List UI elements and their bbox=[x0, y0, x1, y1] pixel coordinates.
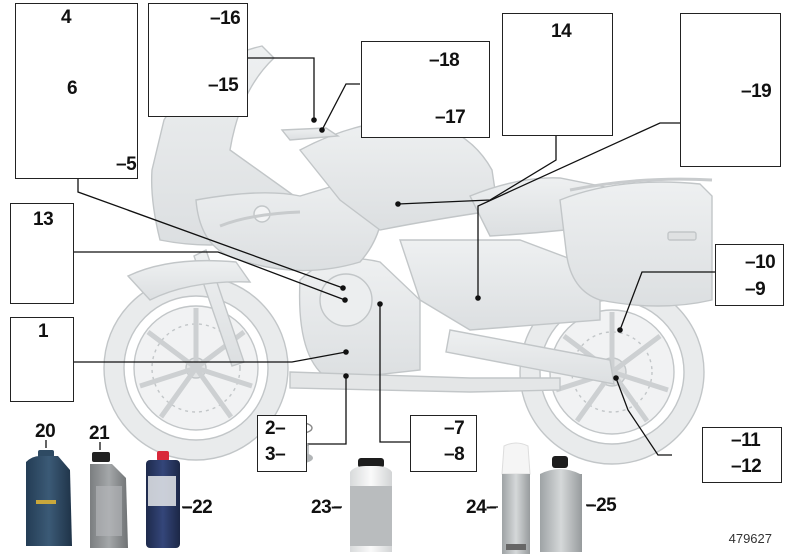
part-label-1: 1 bbox=[38, 321, 49, 342]
part-label-19: –19 bbox=[741, 81, 772, 102]
part-25-brake-fluid-can bbox=[540, 456, 594, 552]
part-label-12: –12 bbox=[731, 456, 762, 477]
part-label-16: –16 bbox=[210, 8, 241, 29]
part-label-9: –9 bbox=[745, 279, 766, 300]
part-label-23: 23– bbox=[311, 497, 342, 518]
callout-box-7-8 bbox=[410, 415, 477, 472]
callout-box-15-16 bbox=[148, 3, 248, 117]
callout-box-11-12 bbox=[702, 427, 782, 483]
part-22-fluid-bottle bbox=[146, 451, 192, 548]
callout-box-2-3 bbox=[257, 415, 307, 472]
part-20-engine-oil-bottle bbox=[26, 440, 72, 546]
part-label-3: 3– bbox=[265, 444, 286, 465]
part-label-5: –5 bbox=[116, 154, 137, 175]
part-label-11: –11 bbox=[731, 430, 761, 451]
part-label-22: –22 bbox=[182, 497, 213, 518]
leader-lines bbox=[74, 57, 717, 456]
callout-box-14 bbox=[502, 13, 613, 136]
diagram-id: 479627 bbox=[728, 531, 772, 546]
part-label-20: 20 bbox=[35, 421, 56, 442]
part-label-8: –8 bbox=[444, 444, 465, 465]
callout-box-13 bbox=[10, 203, 74, 304]
part-label-10: –10 bbox=[745, 252, 776, 273]
part-label-13: 13 bbox=[33, 209, 54, 230]
callout-box-19 bbox=[680, 13, 781, 167]
part-label-18: –18 bbox=[429, 50, 460, 71]
part-21-gear-oil-bottle bbox=[90, 442, 128, 548]
part-label-21: 21 bbox=[89, 423, 110, 444]
part-label-6: 6 bbox=[67, 78, 78, 99]
part-label-14: 14 bbox=[551, 21, 572, 42]
callout-box-1 bbox=[10, 317, 74, 402]
callout-box-17-18 bbox=[361, 41, 490, 138]
part-label-2: 2– bbox=[265, 418, 286, 439]
callout-box-4-5-6 bbox=[15, 3, 138, 179]
part-label-17: –17 bbox=[435, 107, 466, 128]
part-label-15: –15 bbox=[208, 75, 239, 96]
part-23-coolant-bottle bbox=[334, 458, 392, 552]
part-label-7: –7 bbox=[444, 418, 465, 439]
leader-dots bbox=[311, 117, 623, 381]
callout-box-9-10 bbox=[715, 244, 784, 306]
part-label-24: 24– bbox=[466, 497, 497, 518]
part-24-spray-can bbox=[490, 442, 531, 554]
part-label-25: –25 bbox=[586, 495, 617, 516]
part-label-4: 4 bbox=[61, 7, 72, 28]
